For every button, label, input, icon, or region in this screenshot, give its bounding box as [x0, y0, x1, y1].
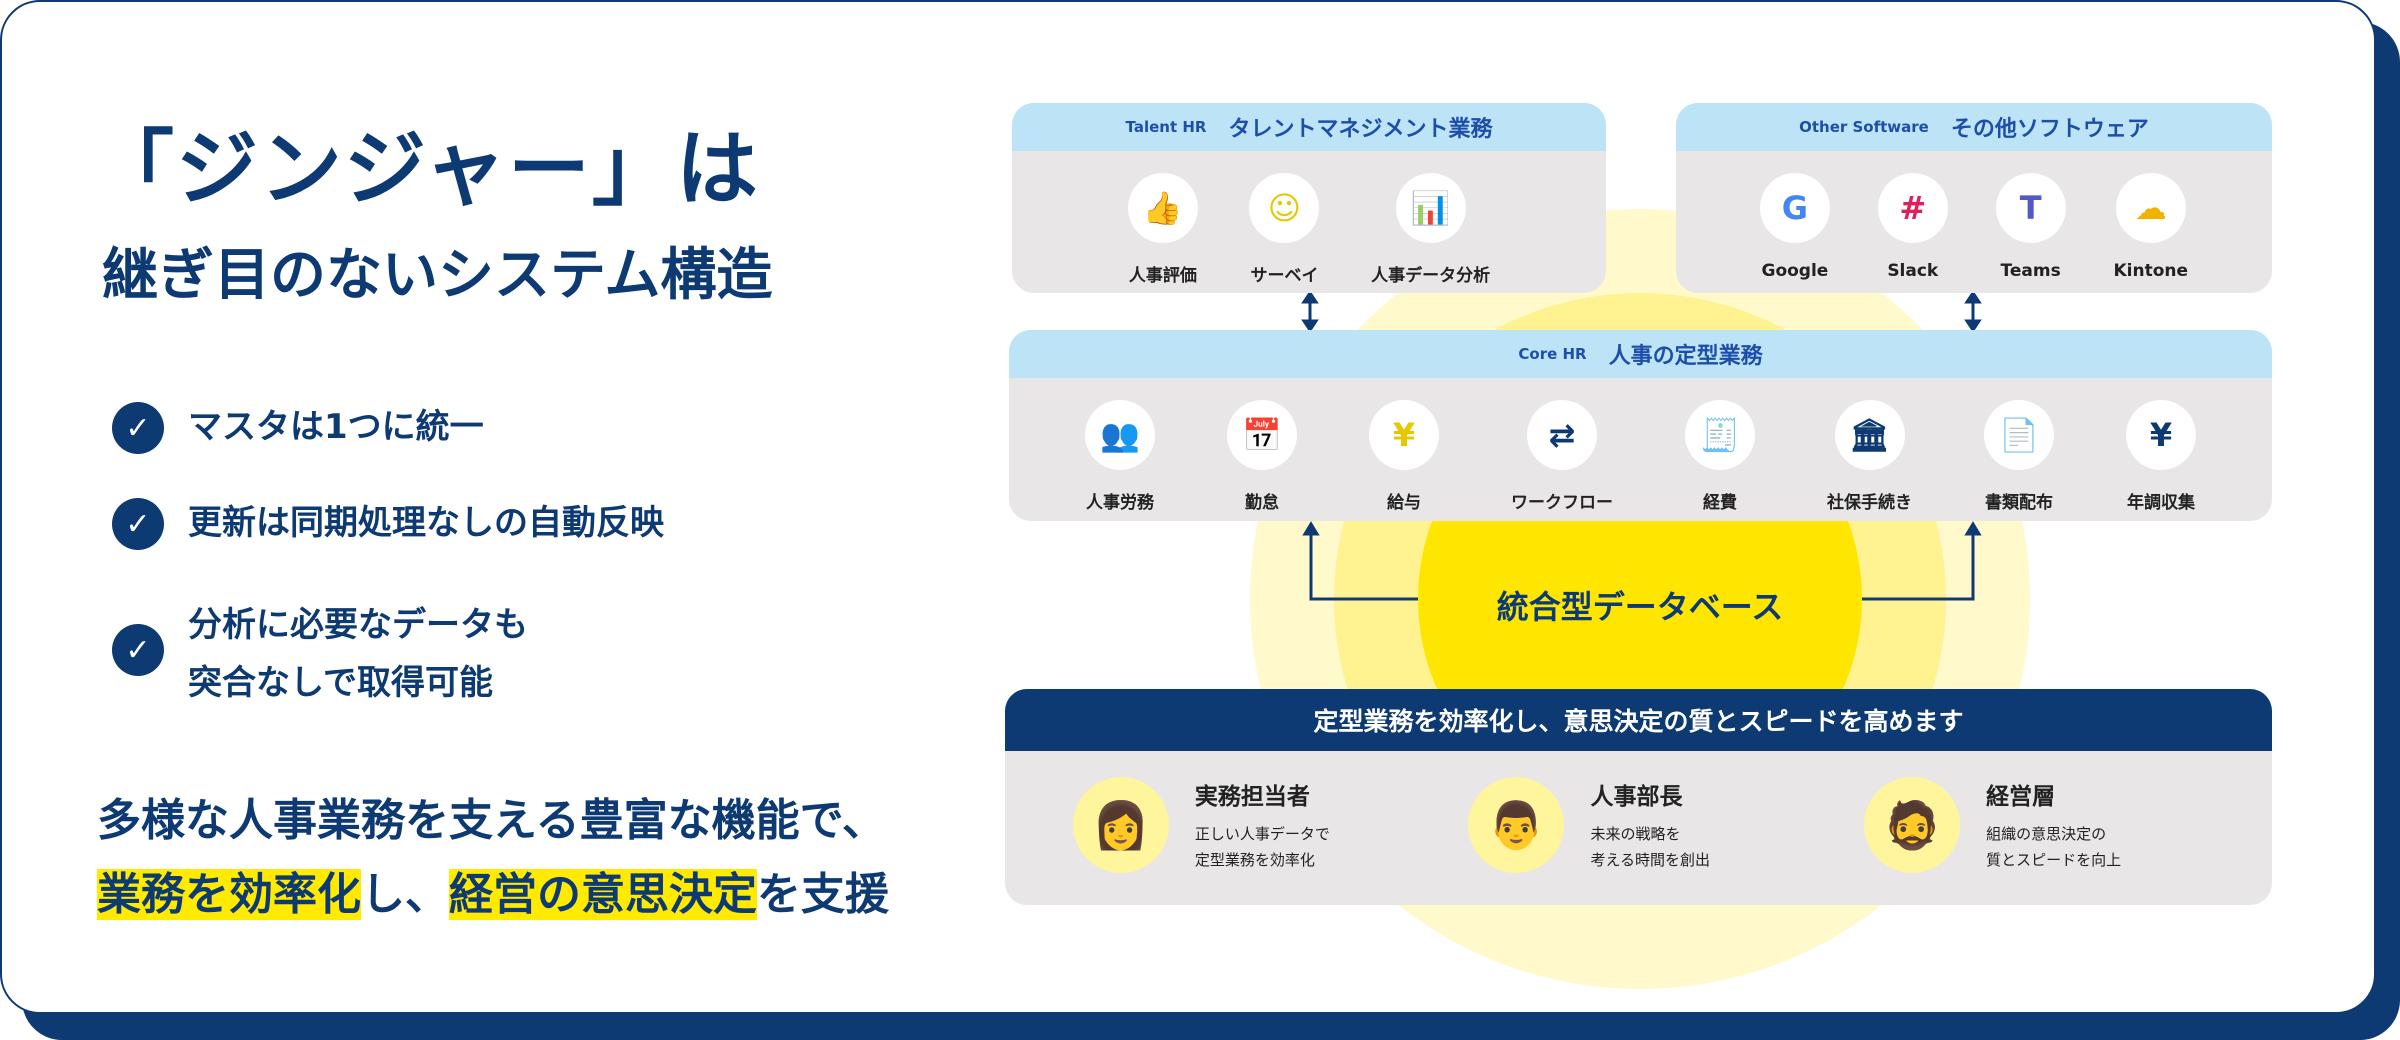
item-label: Google	[1761, 261, 1829, 281]
calendar-clock-icon: 📅	[1227, 400, 1297, 470]
check-icon: ✓	[112, 498, 164, 550]
core-item-year-end[interactable]: ¥ 年調収集	[2126, 400, 2196, 513]
core-hr-box: Core HR 人事の定型業務 👥 人事労務 📅 勤怠 ¥ 給与 ⇄ ワークフロー 🧾 経費…	[1009, 330, 2272, 521]
item-label: 人事データ分析	[1371, 266, 1491, 286]
persona-name: 実務担当者	[1194, 784, 1310, 810]
item-label: Teams	[2000, 261, 2061, 281]
core-item-document[interactable]: 📄 書類配布	[1984, 400, 2054, 513]
core-item-attendance[interactable]: 📅 勤怠	[1227, 400, 1297, 513]
persona-staff: 👩 実務担当者正しい人事データで 定型業務を効率化	[1072, 777, 1413, 873]
other-software-box: Other Software その他ソフトウェア G Google # Slack T…	[1676, 103, 2272, 293]
check-icon: ✓	[112, 624, 164, 676]
core-item-expense[interactable]: 🧾 経費	[1685, 400, 1755, 513]
talent-hr-box: Talent HR タレントマネジメント業務 👍 人事評価 ☺ サーベイ 📊 人事データ…	[1012, 103, 1606, 293]
core-item-social-insurance[interactable]: 🏛 社保手続き	[1827, 400, 1912, 513]
persona-desc: 正しい人事データで 定型業務を効率化	[1194, 825, 1330, 869]
summary-text: し、	[361, 869, 449, 920]
database-label: 統合型データベース	[1496, 588, 1784, 626]
item-label: ワークフロー	[1511, 493, 1613, 513]
other-item-google[interactable]: G Google	[1759, 173, 1830, 281]
item-label: 勤怠	[1245, 493, 1279, 513]
title-line1: 「ジンジャー」は	[92, 122, 760, 217]
teams-icon: T	[1995, 173, 2066, 243]
check-text: 更新は同期処理なしの自動反映	[188, 503, 664, 543]
yen-document-icon: ¥	[2126, 400, 2196, 470]
persona-hr-manager: 👨 人事部長未来の戦略を 考える時間を創出	[1468, 777, 1808, 873]
item-label: 給与	[1387, 493, 1421, 513]
core-jp-label: 人事の定型業務	[1608, 344, 1763, 369]
talent-item-evaluation[interactable]: 👍 人事評価	[1127, 173, 1198, 286]
other-item-teams[interactable]: T Teams	[1995, 173, 2066, 281]
highlight-efficiency: 業務を効率化	[97, 869, 361, 920]
people-icon: 👥	[1085, 400, 1155, 470]
summary-line1: 多様な人事業務を支える豊富な機能で、	[97, 795, 886, 846]
benefit-headline: 定型業務を効率化し、意思決定の質とスピードを高めます	[1005, 689, 2272, 751]
persona-desc: 未来の戦略を 考える時間を創出	[1590, 825, 1711, 869]
kintone-icon: ☁	[2115, 173, 2186, 243]
core-item-labor[interactable]: 👥 人事労務	[1085, 400, 1155, 513]
persona-name: 人事部長	[1590, 784, 1683, 810]
item-label: 人事評価	[1128, 266, 1197, 286]
other-item-slack[interactable]: # Slack	[1877, 173, 1948, 281]
check-item: ✓ マスタは1つに統一	[112, 398, 484, 456]
core-item-workflow[interactable]: ⇄ ワークフロー	[1511, 400, 1613, 513]
talent-item-analytics[interactable]: 📊 人事データ分析	[1371, 173, 1490, 286]
benefit-box: 定型業務を効率化し、意思決定の質とスピードを高めます 👩 実務担当者正しい人事デー…	[1005, 689, 2272, 905]
document-icon: 📄	[1984, 400, 2054, 470]
talent-jp-label: タレントマネジメント業務	[1228, 117, 1493, 142]
thumbs-up-icon: 👍	[1127, 173, 1198, 243]
check-text: 分析に必要なデータも 突合なしで取得可能	[188, 605, 528, 703]
check-item: ✓ 更新は同期処理なしの自動反映	[112, 494, 664, 552]
check-icon: ✓	[112, 402, 164, 454]
bar-chart-icon: 📊	[1395, 173, 1466, 243]
item-label: サーベイ	[1250, 266, 1319, 286]
check-text: マスタは1つに統一	[188, 407, 484, 447]
persona-executive: 🧔 経営層組織の意思決定の 質とスピードを向上	[1864, 777, 2204, 873]
item-label: 社保手続き	[1827, 493, 1912, 513]
executive-avatar-icon: 🧔	[1864, 777, 1961, 873]
survey-face-icon: ☺	[1249, 173, 1320, 243]
check-item: ✓ 分析に必要なデータも 突合なしで取得可能	[112, 596, 528, 712]
talent-en-label: Talent HR	[1125, 118, 1207, 136]
talent-item-survey[interactable]: ☺ サーベイ	[1249, 173, 1320, 286]
item-label: 経費	[1703, 493, 1737, 513]
google-icon: G	[1759, 173, 1830, 243]
receipt-icon: 🧾	[1685, 400, 1755, 470]
hr-manager-avatar-icon: 👨	[1468, 777, 1565, 873]
item-label: Kintone	[2113, 261, 2189, 281]
title-line2: 継ぎ目のないシステム構造	[102, 243, 773, 308]
item-label: 書類配布	[1985, 493, 2053, 513]
government-building-icon: 🏛	[1834, 400, 1905, 470]
highlight-decision: 経営の意思決定	[449, 869, 757, 920]
infographic-card: 「ジンジャー」は 継ぎ目のないシステム構造 ✓ マスタは1つに統一 ✓ 更新は同期処…	[0, 0, 2376, 1014]
workflow-icon: ⇄	[1527, 400, 1597, 470]
persona-desc: 組織の意思決定の 質とスピードを向上	[1986, 825, 2122, 869]
staff-avatar-icon: 👩	[1072, 777, 1169, 873]
other-en-label: Other Software	[1799, 118, 1929, 136]
item-label: Slack	[1887, 261, 1939, 281]
core-en-label: Core HR	[1518, 345, 1587, 363]
persona-name: 経営層	[1986, 784, 2056, 810]
summary-line2: 業務を効率化し、経営の意思決定を支援	[97, 858, 889, 922]
summary-text: を支援	[757, 869, 889, 920]
core-item-payroll[interactable]: ¥ 給与	[1369, 400, 1439, 513]
connector-arrows	[1301, 290, 1982, 601]
item-label: 人事労務	[1086, 493, 1154, 513]
slack-icon: #	[1877, 173, 1948, 243]
item-label: 年調収集	[2127, 493, 2195, 513]
money-bag-icon: ¥	[1369, 400, 1439, 470]
other-item-kintone[interactable]: ☁ Kintone	[2113, 173, 2189, 281]
other-jp-label: その他ソフトウェア	[1950, 117, 2149, 142]
